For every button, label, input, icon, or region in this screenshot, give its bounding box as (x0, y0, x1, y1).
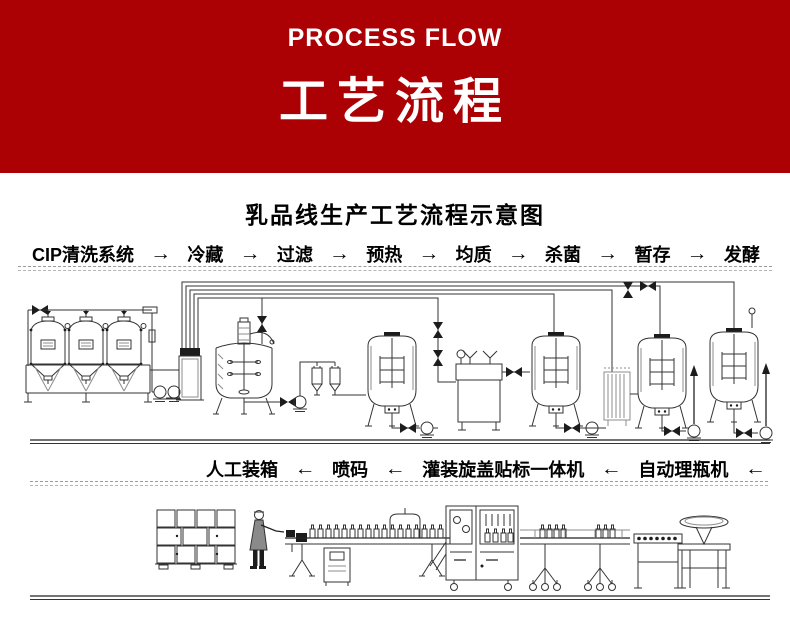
flow-step: 喷码 (332, 460, 369, 480)
flow-row-processing: CIP清洗系统 → 冷藏 → 过滤 → 预热 → 均质 → 杀菌 → 暂存 → … (32, 241, 760, 267)
flow-step: 灌装旋盖贴标一体机 (422, 460, 585, 480)
arrow-right-icon: → (507, 243, 529, 264)
bottle-conveyor-2 (520, 524, 630, 591)
bottle-unscrambler-table (678, 516, 730, 588)
arrow-left-icon: ← (744, 458, 766, 479)
plate-heat-exchanger (604, 368, 638, 426)
flow-step: 发酵 (723, 245, 760, 265)
header-eyebrow: PROCESS FLOW (287, 24, 503, 52)
pump-and-filters (244, 362, 366, 412)
coder-cabinet (324, 548, 350, 586)
flow-step: 过滤 (276, 245, 313, 265)
cip-tanks (24, 305, 182, 402)
arrow-left-icon: ← (600, 458, 622, 479)
dashed-divider (18, 266, 772, 271)
buffer-tank (634, 333, 690, 429)
worker-figure (250, 511, 284, 569)
sterilize-tank (528, 331, 584, 427)
flow-row-bottling: 人工装箱 ← 喷码 ← 灌装旋盖贴标一体机 ← 自动理瓶机 ← (206, 456, 766, 482)
diagram-title: 乳品线生产工艺流程示意图 (245, 202, 545, 228)
roller-conveyor (634, 534, 682, 588)
arrow-left-icon: ← (384, 458, 406, 479)
arrow-left-icon: ← (294, 458, 316, 479)
flow-step: 自动理瓶机 (638, 460, 729, 480)
flow-step: 预热 (366, 245, 403, 265)
processing-line-drawing (0, 281, 774, 450)
arrow-right-icon: → (418, 243, 440, 264)
flow-step: 冷藏 (187, 245, 224, 265)
filling-capping-labeling-machine (430, 506, 518, 591)
transfer-pumps (392, 363, 774, 443)
inkjet-coder (286, 530, 307, 552)
ferment-tank (706, 308, 762, 423)
header-title: 工艺流程 (278, 75, 511, 129)
arrow-right-icon: → (597, 243, 619, 264)
flow-step: CIP清洗系统 (32, 245, 135, 265)
mixing-tank (213, 318, 275, 414)
flow-step: 杀菌 (545, 245, 582, 265)
cip-manifold-piping (176, 281, 734, 400)
arrow-right-icon: → (150, 243, 172, 264)
flow-step: 人工装箱 (206, 460, 278, 480)
flow-step: 均质 (455, 245, 492, 265)
packed-cases-pallet (155, 510, 237, 569)
header-banner: PROCESS FLOW 工艺流程 (0, 0, 790, 173)
flow-step: 暂存 (634, 245, 671, 265)
arrow-right-icon: → (239, 243, 261, 264)
arrow-right-icon: → (329, 243, 351, 264)
bottle-conveyor-1 (285, 508, 450, 576)
dashed-divider (30, 481, 768, 486)
preheat-tank (364, 331, 420, 427)
arrow-right-icon: → (686, 243, 708, 264)
bottling-line-drawing (0, 492, 790, 633)
homogenizer (456, 350, 530, 430)
